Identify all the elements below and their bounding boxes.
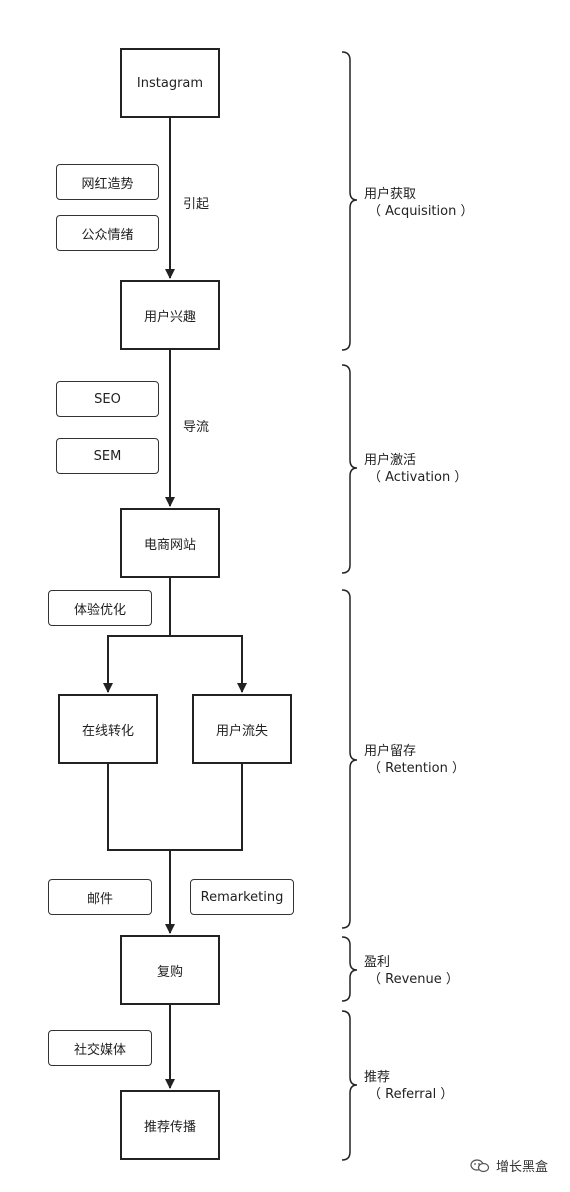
stage-retention-en: （ Retention ）: [368, 761, 465, 776]
tag-influencer: 网红造势: [56, 164, 159, 200]
stage-revenue-cn: 盈利: [364, 955, 391, 970]
brace-revenue: [341, 936, 358, 1002]
watermark-text: 增长黑盒: [496, 1160, 549, 1175]
tag-email: 邮件: [48, 879, 152, 915]
edge-label-guide: 导流: [183, 420, 210, 435]
wechat-icon: [470, 1158, 490, 1172]
tag-seo: SEO: [56, 381, 159, 417]
stage-retention-cn: 用户留存: [364, 744, 417, 759]
stage-referral-cn: 推荐: [364, 1070, 391, 1085]
tag-sem: SEM: [56, 438, 159, 474]
stage-activation-en: （ Activation ）: [368, 470, 468, 485]
stage-referral: 推荐 （ Referral ）: [364, 1069, 453, 1103]
node-user-churn: 用户流失: [192, 694, 292, 764]
stage-retention: 用户留存 （ Retention ）: [364, 743, 465, 777]
brace-activation: [341, 364, 358, 574]
tag-public-sentiment: 公众情绪: [56, 215, 159, 251]
node-instagram: Instagram: [120, 48, 220, 118]
brace-referral: [341, 1010, 358, 1161]
stage-activation-cn: 用户激活: [364, 453, 417, 468]
stage-acquisition-cn: 用户获取: [364, 187, 417, 202]
tag-experience-optimization: 体验优化: [48, 590, 152, 626]
brace-retention: [341, 589, 358, 929]
edge-label-attract: 引起: [183, 197, 210, 212]
edge-ecommerce-split: [103, 578, 171, 693]
brace-acquisition: [341, 51, 358, 351]
watermark: 增长黑盒: [470, 1156, 548, 1175]
node-referral-spread: 推荐传播: [120, 1090, 220, 1160]
stage-revenue-en: （ Revenue ）: [368, 972, 459, 987]
stage-activation: 用户激活 （ Activation ）: [364, 452, 467, 486]
edge-merge: [107, 764, 243, 851]
stage-revenue: 盈利 （ Revenue ）: [364, 954, 459, 988]
edge-ecommerce-split-right: [170, 635, 247, 693]
tag-remarketing: Remarketing: [190, 879, 294, 915]
node-online-conversion: 在线转化: [58, 694, 158, 764]
stage-acquisition: 用户获取 （ Acquisition ）: [364, 186, 473, 220]
stage-referral-en: （ Referral ）: [368, 1087, 454, 1102]
tag-social-media: 社交媒体: [48, 1030, 152, 1066]
node-user-interest: 用户兴趣: [120, 280, 220, 350]
stage-acquisition-en: （ Acquisition ）: [368, 204, 474, 219]
node-repurchase: 复购: [120, 935, 220, 1005]
node-ecommerce-site: 电商网站: [120, 508, 220, 578]
